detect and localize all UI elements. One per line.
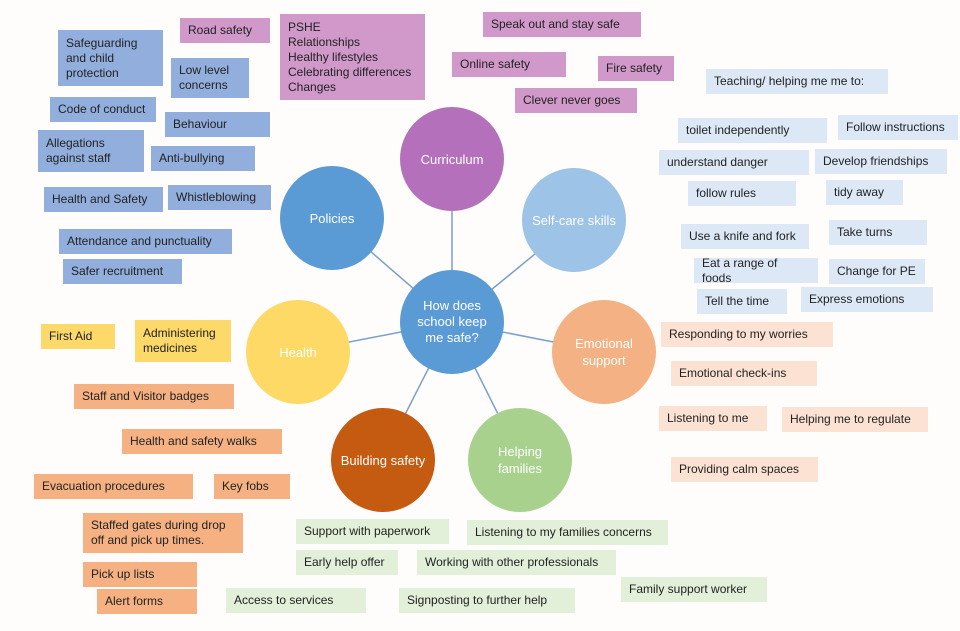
label-safeguarding: Safeguarding and child protection xyxy=(58,30,163,86)
label-follow-rules: follow rules xyxy=(688,181,796,206)
label-develop-friendships: Develop friendships xyxy=(815,149,947,174)
label-families-concerns: Listening to my families concerns xyxy=(467,520,668,545)
hub-center-question: How does school keep me safe? xyxy=(400,270,504,374)
label-paperwork: Support with paperwork xyxy=(296,519,449,544)
label-changes: Changes xyxy=(288,79,337,94)
label-listening-to-me: Listening to me xyxy=(659,406,767,431)
label-fire-safety: Fire safety xyxy=(598,56,674,81)
label-healthy-lifestyles: Healthy lifestyles xyxy=(288,49,379,64)
label-tidy-away: tidy away xyxy=(826,180,903,205)
label-express-emotions: Express emotions xyxy=(801,287,933,312)
label-evacuation: Evacuation procedures xyxy=(34,474,193,499)
label-pshe: PSHE xyxy=(288,19,321,34)
label-other-professionals: Working with other professionals xyxy=(417,550,616,575)
label-road-safety: Road safety xyxy=(180,18,270,43)
label-clever-never-goes: Clever never goes xyxy=(515,88,637,113)
label-alert-forms: Alert forms xyxy=(97,589,197,614)
label-key-fobs: Key fobs xyxy=(214,474,290,499)
label-access-services: Access to services xyxy=(226,588,366,613)
hub-self-care: Self-care skills xyxy=(522,168,626,272)
label-teaching: Teaching/ helping me me to: xyxy=(706,69,888,94)
label-calm-spaces: Providing calm spaces xyxy=(671,457,818,482)
label-responding-worries: Responding to my worries xyxy=(661,322,833,347)
label-toilet: toilet independently xyxy=(678,118,827,143)
hub-policies: Policies xyxy=(280,166,384,270)
label-relationships: Relationships xyxy=(288,34,361,49)
label-low-level-concerns: Low level concerns xyxy=(171,58,249,98)
label-health-and-safety: Health and Safety xyxy=(44,187,163,212)
hub-curriculum: Curriculum xyxy=(400,107,504,211)
label-whistleblowing: Whistleblowing xyxy=(168,185,271,210)
label-family-support-worker: Family support worker xyxy=(621,577,767,602)
label-badges: Staff and Visitor badges xyxy=(74,384,234,409)
label-behaviour: Behaviour xyxy=(165,112,270,137)
label-follow-instructions: Follow instructions xyxy=(838,115,958,140)
label-take-turns: Take turns xyxy=(829,220,927,245)
label-anti-bullying: Anti-bullying xyxy=(151,146,255,171)
label-health-safety-walks: Health and safety walks xyxy=(122,429,282,454)
label-allegations: Allegations against staff xyxy=(38,130,144,172)
label-tell-time: Tell the time xyxy=(697,289,787,314)
hub-health: Health xyxy=(246,300,350,404)
label-safer-recruitment: Safer recruitment xyxy=(63,259,182,284)
label-knife-fork: Use a knife and fork xyxy=(681,224,809,249)
hub-helping-families: Helping families xyxy=(468,408,572,512)
hub-emotional-support: Emotional support xyxy=(552,300,656,404)
label-speak-out: Speak out and stay safe xyxy=(483,12,641,37)
label-code-of-conduct: Code of conduct xyxy=(50,97,156,122)
label-staffed-gates: Staffed gates during drop off and pick u… xyxy=(83,513,243,553)
label-range-of-foods: Eat a range of foods xyxy=(694,256,818,285)
label-pshe-list: PSHE Relationships Healthy lifestyles Ce… xyxy=(280,14,425,100)
label-signposting: Signposting to further help xyxy=(399,588,575,613)
label-emotional-check-ins: Emotional check-ins xyxy=(671,361,817,386)
label-early-help: Early help offer xyxy=(296,550,398,575)
label-administering-medicines: Administering medicines xyxy=(135,320,231,362)
label-pickup-lists: Pick up lists xyxy=(83,562,197,587)
label-understand-danger: understand danger xyxy=(659,150,809,175)
label-online-safety: Online safety xyxy=(452,52,566,77)
label-celebrating-differences: Celebrating differences xyxy=(288,64,412,79)
label-change-pe: Change for PE xyxy=(829,259,925,284)
label-attendance: Attendance and punctuality xyxy=(59,229,232,254)
label-helping-regulate: Helping me to regulate xyxy=(782,407,928,432)
label-first-aid: First Aid xyxy=(41,324,115,349)
hub-building-safety: Building safety xyxy=(331,408,435,512)
